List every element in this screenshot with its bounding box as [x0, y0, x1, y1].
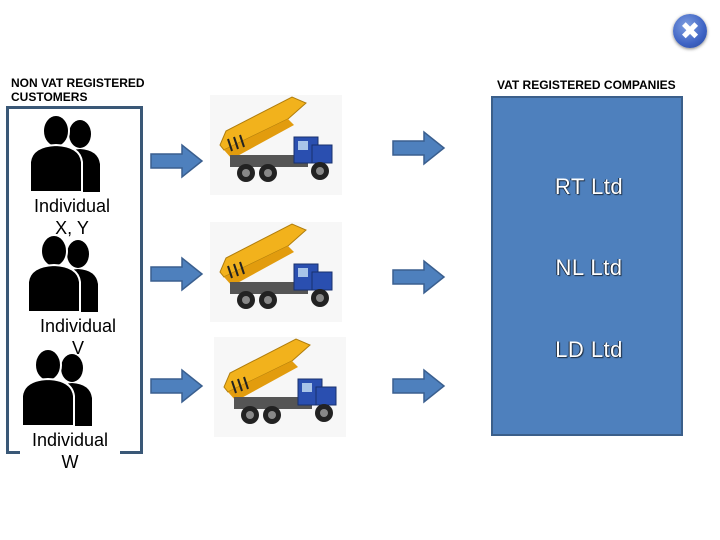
- vat-companies-box: RT Ltd NL Ltd LD Ltd: [491, 96, 683, 436]
- arrow-right-icon: [392, 130, 446, 166]
- dump-truck-icon: [214, 337, 346, 437]
- arrow-right-icon: [150, 143, 204, 179]
- dump-truck-icon: [210, 95, 342, 195]
- arrow-right-icon: [150, 368, 204, 404]
- company-nl: NL Ltd: [555, 255, 623, 280]
- arrow-right-icon: [150, 256, 204, 292]
- arrow-right-icon: [392, 368, 446, 404]
- close-icon[interactable]: ✖: [673, 14, 707, 48]
- company-rt: RT Ltd: [554, 174, 624, 199]
- customer-label-w: Individual W: [20, 429, 120, 473]
- arrow-right-icon: [392, 259, 446, 295]
- non-vat-customers-heading: NON VAT REGISTERED CUSTOMERS: [11, 76, 145, 104]
- customer-label-xy: Individual X, Y: [22, 195, 122, 239]
- company-ld: LD Ltd: [555, 337, 623, 362]
- people-icon: [21, 350, 92, 426]
- people-icon: [29, 116, 100, 192]
- vat-companies-heading: VAT REGISTERED COMPANIES: [497, 78, 676, 92]
- dump-truck-icon: [210, 222, 342, 322]
- people-icon: [27, 236, 98, 312]
